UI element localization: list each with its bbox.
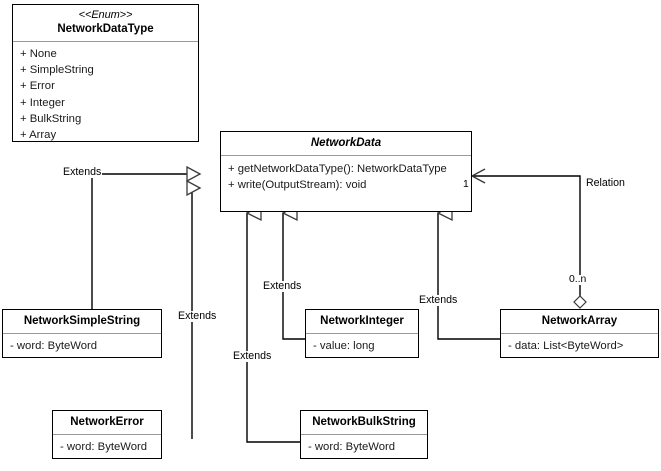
class-members-network-bulk-string: - word: ByteWord	[301, 435, 427, 459]
enum-literal: + Integer	[20, 96, 65, 109]
connector-extends-integer	[283, 213, 305, 340]
class-attribute: - word: ByteWord	[60, 441, 148, 454]
enum-literal: + SimpleString	[20, 64, 94, 77]
class-name-network-data-type: NetworkDataType	[57, 23, 154, 36]
class-header-network-bulk-string: NetworkBulkString	[301, 411, 427, 436]
class-attribute: - value: long	[313, 340, 375, 353]
class-box-network-simple-string[interactable]: NetworkSimpleString - word: ByteWord	[2, 309, 162, 358]
class-header-network-data: NetworkData	[221, 132, 471, 157]
class-box-network-error[interactable]: NetworkError - word: ByteWord	[52, 410, 162, 459]
class-members-network-array: - data: List<ByteWord>	[501, 334, 658, 358]
edge-label-extends-integer: Extends	[262, 280, 303, 292]
connector-extends-array	[438, 213, 500, 340]
edge-label-relation: Relation	[585, 177, 626, 189]
connector-extends-simple-string	[91, 174, 200, 309]
class-method: + getNetworkDataType(): NetworkDataType	[228, 163, 447, 176]
class-stereotype: <<Enum>>	[78, 9, 133, 21]
class-members-network-data-type: + None + SimpleString + Error + Integer …	[13, 42, 198, 146]
class-members-network-simple-string: - word: ByteWord	[3, 334, 161, 358]
enum-literal: + None	[20, 48, 57, 61]
edge-label-extends-error: Extends	[177, 310, 218, 322]
edge-label-extends-array: Extends	[418, 294, 459, 306]
class-attribute: - word: ByteWord	[308, 441, 396, 454]
class-method: + write(OutputStream): void	[228, 179, 367, 192]
class-header-network-integer: NetworkInteger	[306, 310, 418, 335]
class-box-network-array[interactable]: NetworkArray - data: List<ByteWord>	[500, 309, 659, 358]
connector-extends-bulk-string	[247, 213, 300, 443]
class-members-network-integer: - value: long	[306, 334, 418, 358]
class-members-network-data: + getNetworkDataType(): NetworkDataType …	[221, 156, 471, 197]
enum-literal: + Error	[20, 80, 55, 93]
edge-label-extends-simple-string: Extends	[62, 166, 103, 178]
class-header-network-simple-string: NetworkSimpleString	[3, 310, 161, 335]
class-header-network-array: NetworkArray	[501, 310, 658, 335]
class-box-network-data-type[interactable]: <<Enum>> NetworkDataType + None + Simple…	[12, 4, 199, 142]
class-header-network-data-type: <<Enum>> NetworkDataType	[13, 5, 198, 43]
class-box-network-integer[interactable]: NetworkInteger - value: long	[305, 309, 419, 358]
class-box-network-bulk-string[interactable]: NetworkBulkString - word: ByteWord	[300, 410, 428, 459]
class-attribute: - data: List<ByteWord>	[508, 340, 624, 353]
multiplicity-relation-target: 0..n	[569, 274, 587, 286]
multiplicity-relation-source: 1	[463, 179, 469, 191]
enum-literal: + Array	[20, 128, 57, 141]
class-box-network-data[interactable]: NetworkData + getNetworkDataType(): Netw…	[220, 131, 472, 212]
class-members-network-error: - word: ByteWord	[53, 435, 161, 459]
connector-relation	[472, 176, 587, 309]
class-attribute: - word: ByteWord	[10, 340, 98, 353]
edge-label-extends-bulk-string: Extends	[232, 350, 273, 362]
enum-literal: + BulkString	[20, 112, 82, 125]
class-header-network-error: NetworkError	[53, 411, 161, 436]
